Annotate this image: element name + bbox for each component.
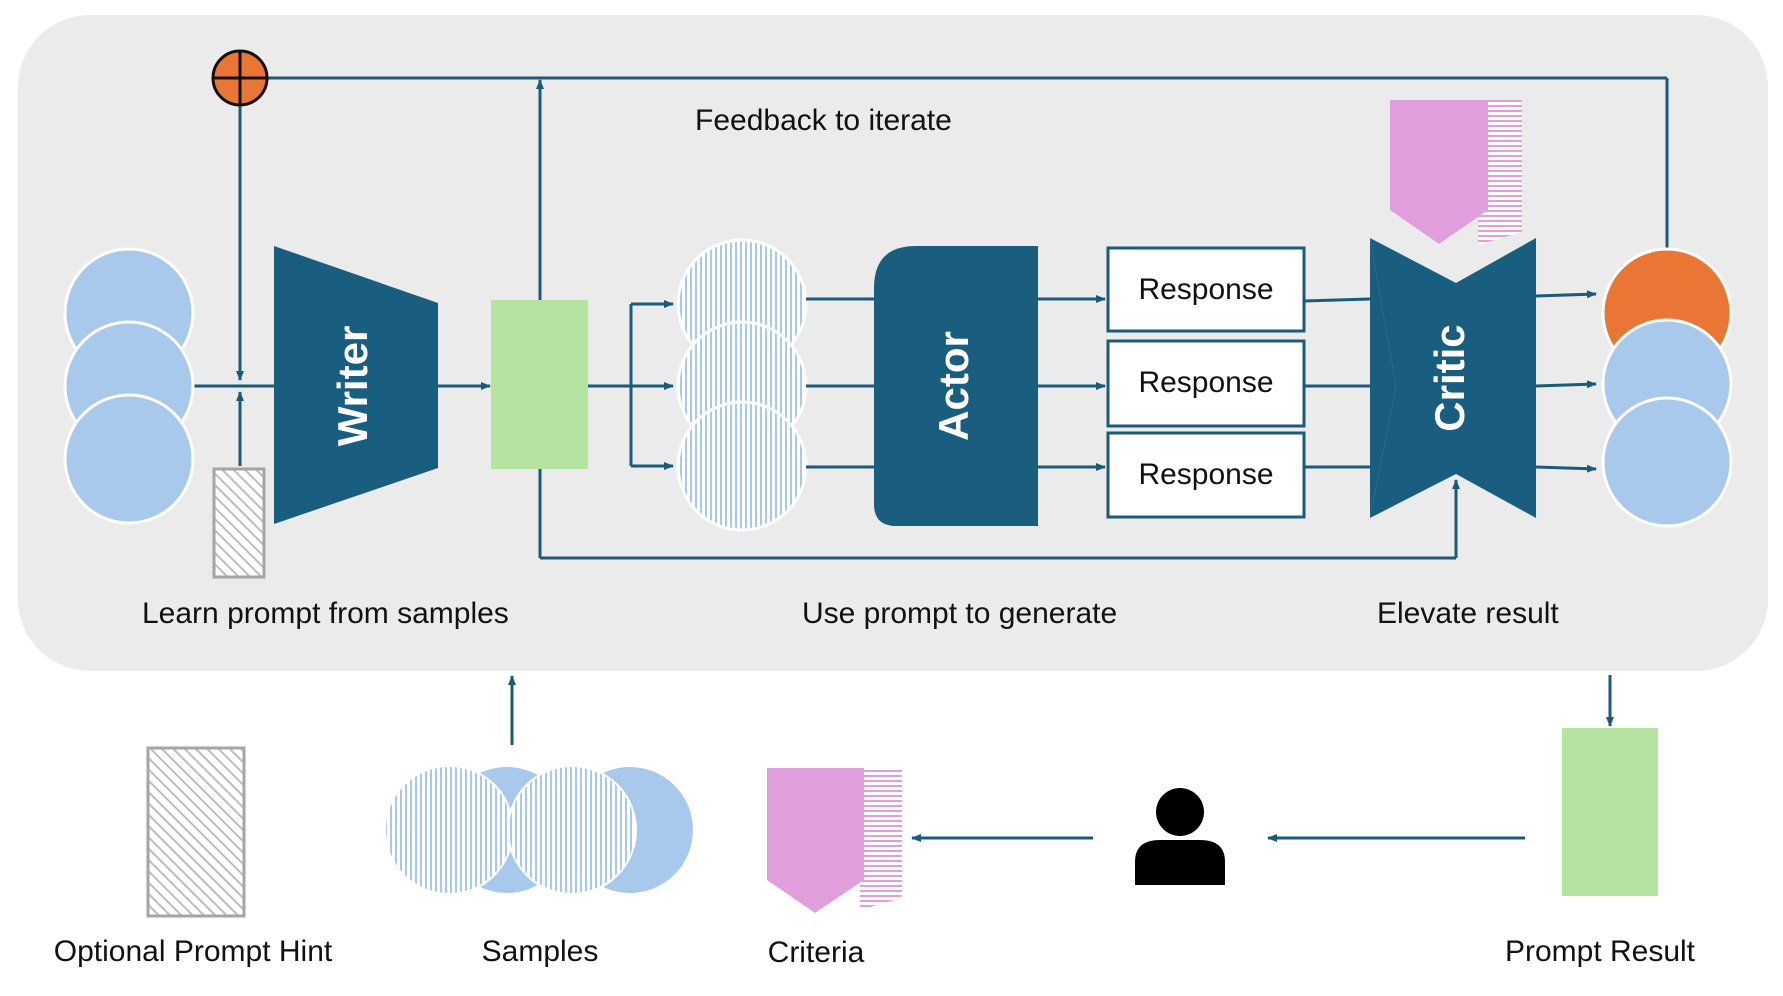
summation-junction-icon bbox=[211, 49, 269, 107]
writer-block: Writer bbox=[274, 246, 438, 524]
elevate-label: Elevate result bbox=[1377, 597, 1559, 630]
hint-label: Optional Prompt Hint bbox=[54, 935, 333, 968]
output-samples bbox=[1601, 247, 1733, 528]
response-box: Response bbox=[1106, 339, 1306, 428]
actor-block: Actor bbox=[874, 246, 1038, 526]
response-label: Response bbox=[1138, 458, 1273, 491]
response-box: Response bbox=[1106, 431, 1306, 519]
feedback-loop bbox=[193, 76, 1669, 466]
critic-criteria bbox=[1390, 100, 1522, 245]
prompted-samples bbox=[676, 238, 808, 532]
critic-label: Critic bbox=[1426, 324, 1473, 431]
samples-label: Samples bbox=[482, 935, 599, 968]
result-label: Prompt Result bbox=[1505, 935, 1696, 968]
person-icon bbox=[1135, 788, 1225, 885]
prompt-hint-input bbox=[212, 467, 266, 579]
use-label: Use prompt to generate bbox=[802, 597, 1117, 630]
criteria-label: Criteria bbox=[768, 936, 865, 969]
response-box: Response bbox=[1106, 246, 1306, 333]
input-samples bbox=[63, 247, 195, 525]
critic-block: Critic bbox=[1370, 238, 1536, 518]
writer-label: Writer bbox=[329, 326, 376, 447]
response-label: Response bbox=[1138, 273, 1273, 306]
optional-hint-legend bbox=[146, 746, 246, 918]
criteria-legend bbox=[767, 768, 902, 913]
actor-label: Actor bbox=[930, 331, 977, 441]
samples-legend bbox=[384, 765, 695, 895]
learn-label: Learn prompt from samples bbox=[142, 597, 509, 630]
prompt-result bbox=[1562, 728, 1658, 896]
feedback-label: Feedback to iterate bbox=[695, 104, 952, 137]
generated-prompt bbox=[491, 300, 588, 469]
response-label: Response bbox=[1138, 366, 1273, 399]
